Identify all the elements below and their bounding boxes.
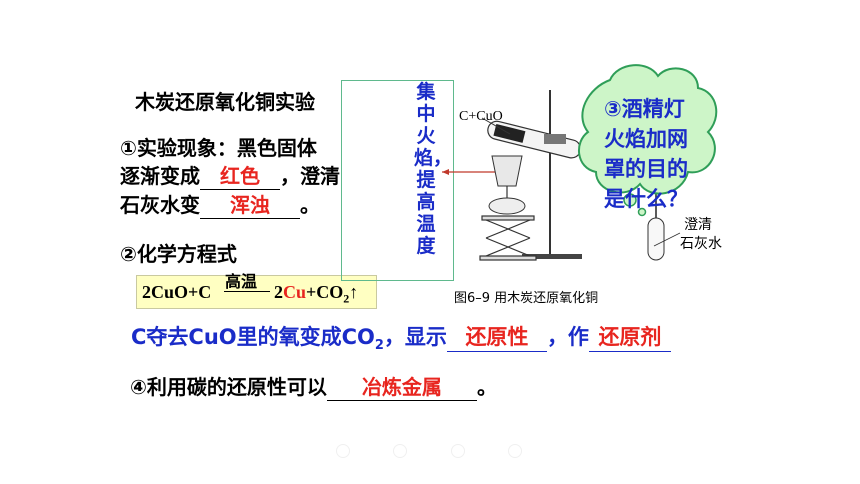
answer-red-color: 红色 <box>200 160 280 190</box>
note-box <box>341 80 454 281</box>
test-tube <box>487 120 582 159</box>
conclusion-mid: ，显示 <box>383 325 447 349</box>
apparatus-figure <box>442 90 681 261</box>
label-limewater-2: 石灰水 <box>680 236 722 252</box>
nav-dot-3[interactable] <box>451 444 465 458</box>
equation-condition: 高温 <box>225 274 258 291</box>
answer-reducing-agent: 还原剂 <box>588 321 671 352</box>
cloud-line-3: 罩的目的 <box>604 157 688 181</box>
cloud-line-2: 火焰加网 <box>604 127 688 151</box>
equation-gas-arrow: ↑ <box>349 282 359 302</box>
phenomenon-line-2-post: ，澄清 <box>280 164 340 188</box>
conclusion-pre: C夺去CuO里的氧变成CO <box>131 325 375 349</box>
cloud-shape <box>578 64 718 195</box>
answer-smelt-metal: 冶炼金属 <box>326 371 477 401</box>
use-line: ④利用碳的还原性可以冶炼金属。 <box>130 371 497 401</box>
limewater-tube <box>647 217 665 261</box>
cloud-bubble-2 <box>637 207 647 217</box>
conclusion-mid2: ，作 <box>546 325 589 349</box>
clamp <box>544 134 566 144</box>
equation-condition-line <box>224 291 270 292</box>
use-pre: ④利用碳的还原性可以 <box>130 375 327 399</box>
use-post: 。 <box>476 375 497 399</box>
conclusion-line: C夺去CuO里的氧变成CO2，显示还原性，作还原剂 <box>131 321 671 353</box>
conclusion-subscript: 2 <box>374 338 384 354</box>
equation-heading: ②化学方程式 <box>120 242 237 266</box>
stand-base <box>522 254 582 259</box>
wire-gauze-cover <box>491 155 523 187</box>
equation-box <box>136 275 377 309</box>
nav-dot-1[interactable] <box>336 444 350 458</box>
figure-caption: 图6–9 用木炭还原氧化铜 <box>454 291 599 306</box>
label-limewater-1: 澄清 <box>684 217 712 233</box>
answer-turbid: 浑浊 <box>200 189 300 219</box>
reactant-pointer <box>481 117 511 135</box>
cloud-line-4: 是什么？ <box>604 187 688 211</box>
pointer-arrow-head <box>442 169 449 175</box>
nav-dot-2[interactable] <box>393 444 407 458</box>
alcohol-lamp <box>488 197 526 215</box>
slide-title: 木炭还原氧化铜实验 <box>135 90 315 114</box>
limewater-pointer <box>653 232 681 247</box>
phenomenon-line-3-pre: 石灰水变 <box>120 193 200 217</box>
nav-dot-4[interactable] <box>508 444 522 458</box>
equation-product-co2: +CO <box>306 282 344 302</box>
phenomenon-line-1: ①实验现象：黑色固体 <box>120 136 317 160</box>
equation-coef: 2 <box>274 282 283 302</box>
phenomenon-line-3: 石灰水变浑浊。 <box>120 189 320 219</box>
equation-products: 2Cu+CO2↑ <box>274 282 358 307</box>
phenomenon-line-3-post: 。 <box>300 193 320 217</box>
equation-product-cu: Cu <box>283 282 307 302</box>
vertical-note: 集中火焰，提高温度 <box>414 81 453 257</box>
label-reactants: C+CuO <box>459 109 503 124</box>
lab-jack <box>479 215 537 261</box>
cloud-callout <box>578 64 718 217</box>
cloud-question: ③酒精灯 火焰加网 罩的目的 是什么？ <box>604 94 688 214</box>
cloud-bubble-1 <box>623 193 637 207</box>
answer-reducibility: 还原性 <box>446 321 547 352</box>
phenomenon-line-2: 逐渐变成红色，澄清 <box>120 160 340 190</box>
cloud-line-1: ③酒精灯 <box>604 97 685 121</box>
equation-subscript: 2 <box>343 291 350 306</box>
equation-reactants: 2CuO+C <box>142 282 212 302</box>
phenomenon-line-2-pre: 逐渐变成 <box>120 164 200 188</box>
